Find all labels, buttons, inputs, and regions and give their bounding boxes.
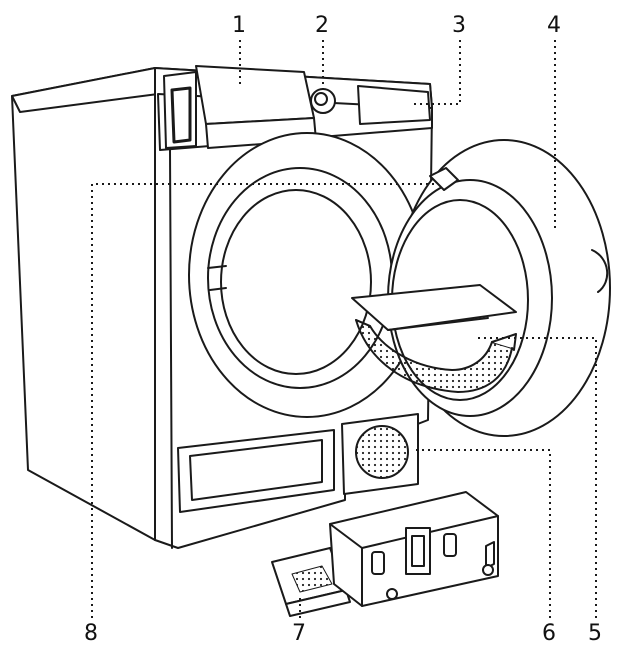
callout-labels: 1 2 3 4 5 6 7 8 xyxy=(84,13,602,646)
control-display xyxy=(357,85,431,125)
leader-lines xyxy=(91,40,597,618)
callout-5: 5 xyxy=(588,621,602,645)
callout-6: 6 xyxy=(542,621,556,645)
program-knob xyxy=(310,88,336,114)
ventilation-grille xyxy=(341,413,419,495)
water-container-drawer xyxy=(163,65,317,149)
leader-line-8 xyxy=(91,183,436,618)
callout-7: 7 xyxy=(292,621,306,645)
heat-exchanger-slot xyxy=(177,429,335,513)
leader-line-6 xyxy=(412,449,551,618)
callout-8: 8 xyxy=(84,621,98,645)
callout-2: 2 xyxy=(315,13,329,38)
heat-exchanger xyxy=(271,491,499,617)
leader-line-5 xyxy=(476,337,597,618)
callout-4: 4 xyxy=(547,13,561,38)
callout-3: 3 xyxy=(452,13,466,38)
door-opening xyxy=(188,132,426,418)
filter xyxy=(351,284,517,393)
callout-1: 1 xyxy=(232,13,246,38)
leader-line-3 xyxy=(410,40,461,105)
